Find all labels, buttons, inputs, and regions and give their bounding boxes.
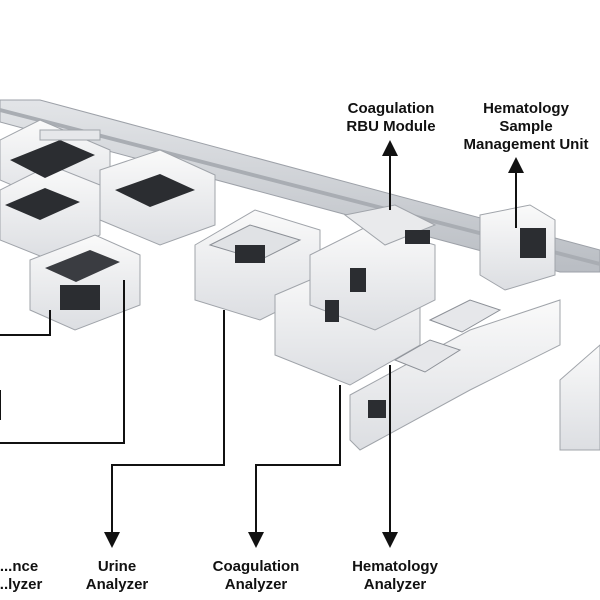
label-line: Management Unit bbox=[463, 136, 589, 153]
leader-lines bbox=[0, 140, 524, 548]
conveyor-track bbox=[0, 99, 600, 273]
label-line: Urine bbox=[97, 558, 137, 575]
hematology-analyzer-label: Hematology Analyzer bbox=[335, 558, 455, 594]
coagulation-analyzer-label: Coagulation Analyzer bbox=[198, 558, 314, 594]
coagulation-rbu-module-label: Coagulation RBU Module bbox=[326, 100, 456, 136]
immunoassay-analyzer-machine bbox=[0, 119, 111, 261]
label-line: Coagulation bbox=[347, 100, 435, 117]
label-line: Coagulation bbox=[212, 558, 300, 575]
label-line: Hematology bbox=[483, 100, 569, 117]
label-line: RBU Module bbox=[346, 118, 436, 135]
label-line: ...lyzer bbox=[0, 576, 43, 593]
label-line: Hematology bbox=[352, 558, 438, 575]
label-line: Analyzer bbox=[224, 576, 288, 593]
hematology-sample-management-unit-label: Hematology Sample Management Unit bbox=[452, 100, 600, 154]
label-line: Sample bbox=[499, 118, 553, 135]
label-line: Analyzer bbox=[363, 576, 427, 593]
label-line: Analyzer bbox=[85, 576, 149, 593]
label-line: ...nce bbox=[0, 558, 39, 575]
urine-analyzer-machine bbox=[29, 149, 216, 331]
right-edge-machine bbox=[559, 344, 600, 451]
coagulation-analyzer-large-machine bbox=[274, 204, 437, 386]
urine-analyzer-label: Urine Analyzer bbox=[62, 558, 172, 594]
immunoassay-analyzer-label: ...nce ...lyzer bbox=[0, 558, 74, 594]
hematology-analyzer-machine bbox=[349, 204, 561, 451]
